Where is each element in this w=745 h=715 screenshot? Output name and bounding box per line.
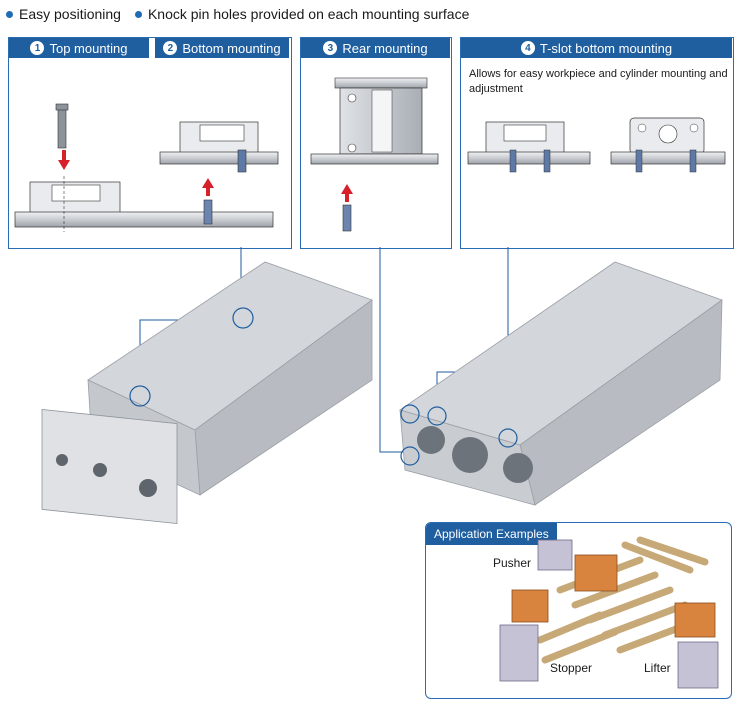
feature-label: Easy positioning xyxy=(19,6,121,22)
rear-mounting-diagram xyxy=(310,77,439,232)
panel-header-bottom-mounting: 2 Bottom mounting xyxy=(155,38,289,58)
application-examples-title: Application Examples xyxy=(426,523,557,545)
panel-header-top-mounting: 1 Top mounting xyxy=(9,38,149,58)
panel-title: T-slot bottom mounting xyxy=(539,40,673,56)
feature-item: Knock pin holes provided on each mountin… xyxy=(134,6,470,22)
stopper-unit xyxy=(499,589,549,682)
tslot-mounting-diagram xyxy=(467,117,726,173)
left-cylinder-image xyxy=(41,261,373,525)
panel-title: Top mounting xyxy=(49,40,128,56)
right-cylinder-image xyxy=(399,261,723,506)
panel-title: Bottom mounting xyxy=(182,40,281,56)
number-badge: 1 xyxy=(30,41,45,55)
number-badge: 4 xyxy=(520,41,535,55)
tslot-description: Allows for easy workpiece and cylinder m… xyxy=(469,68,728,95)
pusher-label: Pusher xyxy=(493,556,532,570)
bullet-icon xyxy=(6,10,13,18)
feature-item: Easy positioning xyxy=(6,6,121,22)
number-badge: 2 xyxy=(163,41,178,55)
panel-title: Rear mounting xyxy=(342,40,428,56)
stopper-label: Stopper xyxy=(550,661,593,675)
number-badge: 3 xyxy=(323,41,338,55)
bottom-mounting-diagram xyxy=(159,121,279,225)
panel-header-rear-mounting: 3 Rear mounting xyxy=(301,38,450,58)
pusher-unit xyxy=(537,539,618,592)
feature-list: Easy positioning Knock pin holes provide… xyxy=(6,6,469,22)
lifter-label: Lifter xyxy=(644,661,671,675)
lifter-unit xyxy=(674,602,719,689)
feature-label: Knock pin holes provided on each mountin… xyxy=(147,6,470,22)
bullet-icon xyxy=(134,10,142,18)
panel-header-tslot-mounting: 4 T-slot bottom mounting xyxy=(461,38,732,58)
